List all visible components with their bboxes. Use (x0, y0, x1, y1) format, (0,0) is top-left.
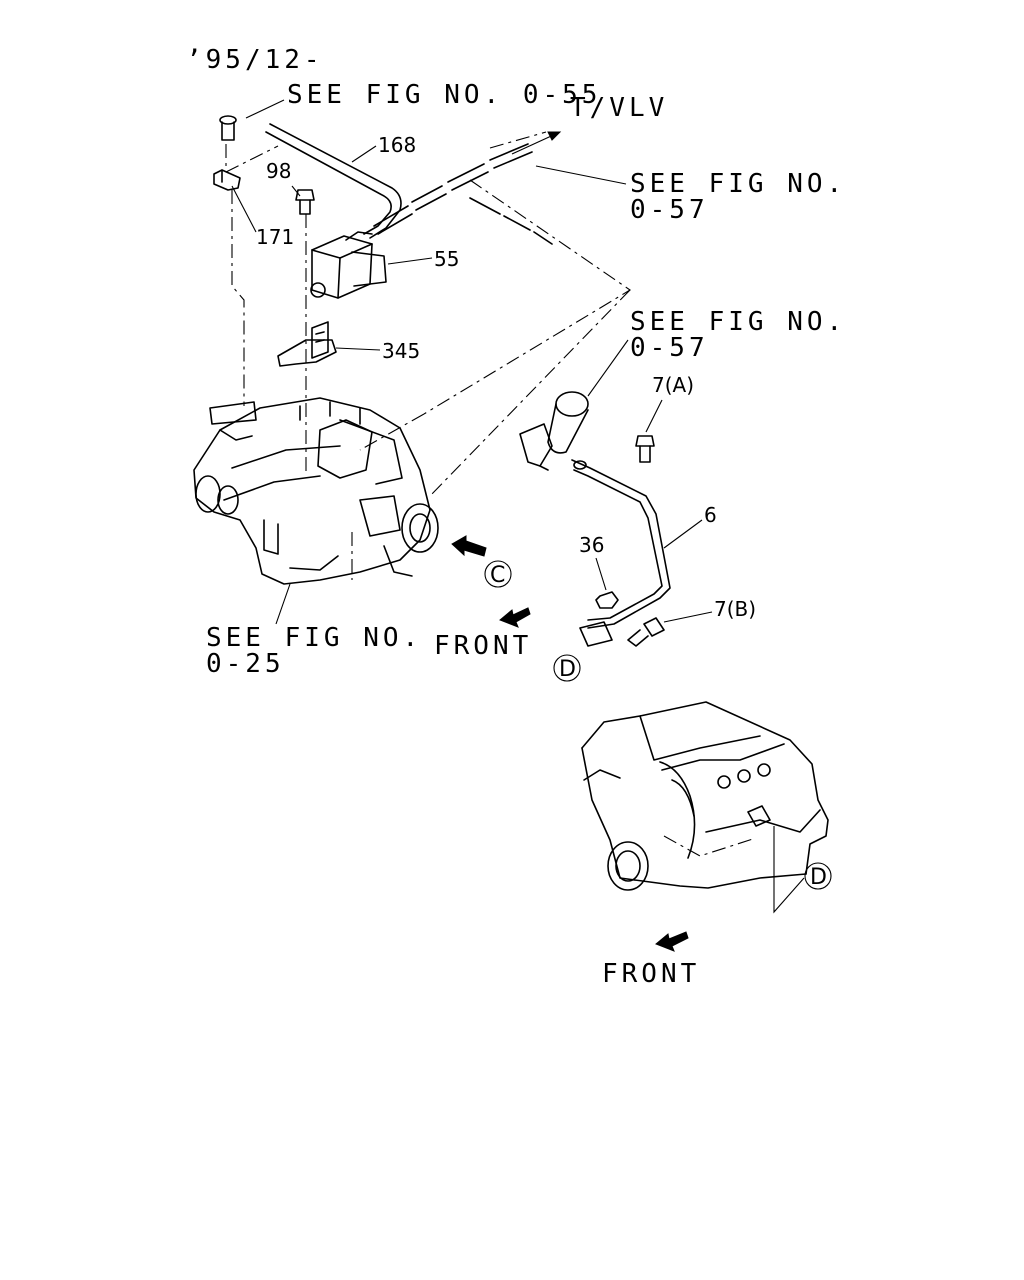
ref-fig-0-57-mid-line2: 0-57 (630, 333, 709, 363)
c-direction-arrow (451, 535, 487, 557)
bolt-7b (627, 617, 665, 647)
marker-d-main: D (553, 654, 581, 682)
part-55-label: 55 (434, 247, 459, 271)
assembly-lines (225, 131, 632, 580)
marker-d-main-text: D (559, 657, 576, 682)
leader-lines (231, 99, 805, 914)
clip-171 (213, 169, 241, 191)
inset-assembly-line (663, 835, 757, 857)
bolt-7a (635, 435, 655, 463)
part-7a-label: 7(A) (652, 373, 694, 397)
nut-36 (595, 591, 619, 609)
part-6-label: 6 (704, 503, 717, 527)
marker-d-inset: D (804, 862, 832, 890)
vsv-55 (310, 231, 387, 299)
ref-tvlv: T/VLV (570, 93, 668, 123)
part-98-label: 98 (266, 159, 291, 183)
bolt-98 (295, 189, 315, 215)
engine-inset (581, 701, 829, 891)
part-171-label: 171 (256, 225, 294, 249)
date-code: ’95/12- (186, 45, 324, 75)
pipe-6 (571, 459, 671, 629)
ref-fig-0-57-top-line2: 0-57 (630, 195, 709, 225)
tvlv-arrow (511, 131, 562, 155)
actuator-canister (519, 391, 589, 471)
marker-c: C (484, 560, 512, 588)
bracket-d (579, 621, 613, 647)
bracket-345 (277, 321, 337, 367)
tvlv-hose-segments (373, 143, 553, 245)
intake-manifold (193, 397, 439, 585)
part-36-label: 36 (579, 533, 604, 557)
front-label-inset: FRONT (602, 959, 700, 989)
marker-c-text: C (490, 563, 505, 588)
part-7b-label: 7(B) (714, 597, 756, 621)
ref-fig-0-25-line2: 0-25 (206, 649, 285, 679)
marker-d-inset-text: D (810, 865, 827, 890)
front-label-main: FRONT (434, 631, 532, 661)
part-345-label: 345 (382, 339, 420, 363)
ref-fig-0-25-line1: SEE FIG NO. (206, 623, 422, 653)
front-arrow-main (499, 607, 531, 628)
bolt-top (219, 115, 237, 141)
ref-fig-0-57-top-line1: SEE FIG NO. (630, 169, 846, 199)
front-arrow-inset (655, 931, 689, 952)
ref-fig-0-55: SEE FIG NO. 0-55 (287, 80, 601, 110)
part-168-label: 168 (378, 133, 416, 157)
ref-fig-0-57-mid-line1: SEE FIG NO. (630, 307, 846, 337)
